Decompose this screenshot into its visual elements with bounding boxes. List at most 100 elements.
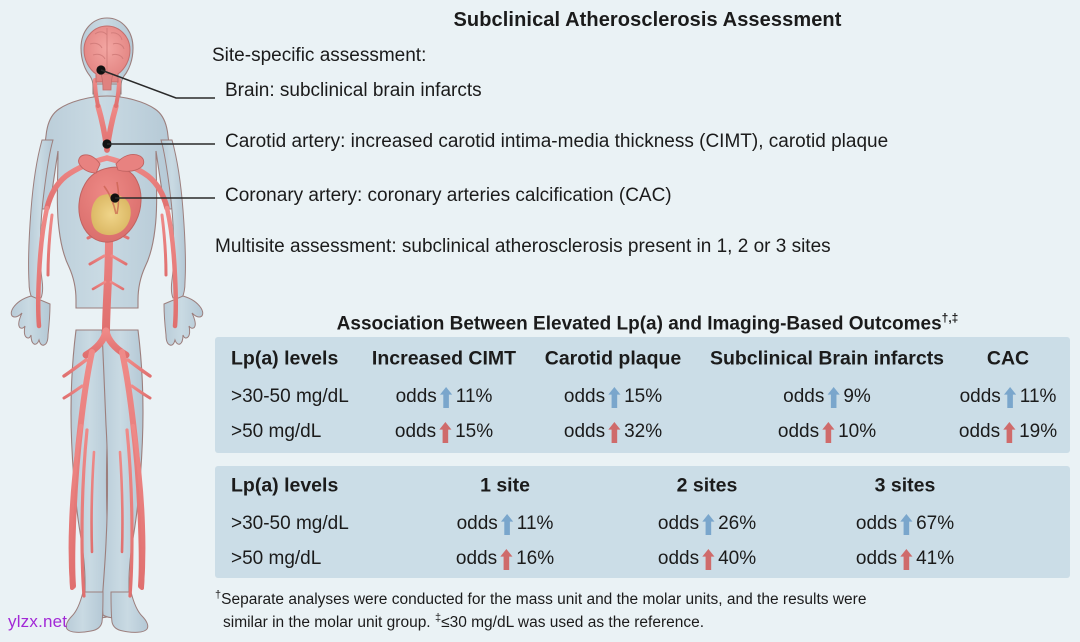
odds-group: odds 11% xyxy=(395,386,493,408)
table-row: >30-50 mg/dL odds 11% odds 15% odds 9% odds 11% xyxy=(215,378,1070,416)
page-title: Subclinical Atherosclerosis Assessment xyxy=(453,9,842,31)
row-label-lpa-level: >50 mg/dL xyxy=(231,548,322,569)
footnote-line-1: Separate analyses were conducted for the… xyxy=(221,591,867,609)
footnote: †Separate analyses were conducted for th… xyxy=(215,588,1077,634)
odds-value: 10% xyxy=(838,421,877,442)
odds-group: odds 41% xyxy=(856,548,954,570)
odds-group: odds 19% xyxy=(959,421,1057,443)
arrow-up-icon xyxy=(1004,386,1017,408)
odds-group: odds 40% xyxy=(658,548,756,570)
odds-value: 11% xyxy=(455,386,493,407)
odds-value: 19% xyxy=(1019,421,1058,442)
table-header-row: Lp(a) levels 1 site 2 sites 3 sites xyxy=(215,467,1070,505)
odds-cell: odds 11% xyxy=(395,386,493,408)
column-header-3: 2 sites xyxy=(676,474,738,497)
row-label-lpa-level: >30-50 mg/dL xyxy=(231,513,349,534)
odds-cell: odds 19% xyxy=(959,421,1057,443)
odds-group: odds 10% xyxy=(778,421,876,443)
column-header-1: Lp(a) levels xyxy=(231,474,339,497)
row-label-lpa-level: >50 mg/dL xyxy=(231,421,322,442)
odds-prefix: odds xyxy=(657,513,700,534)
tables-title-superscript: †,‡ xyxy=(941,311,959,325)
arrow-up-icon xyxy=(1003,421,1016,443)
odds-cell: odds 67% xyxy=(856,513,954,535)
odds-value: 9% xyxy=(843,386,871,407)
arrow-up-icon xyxy=(500,548,513,570)
site-item-brain: Brain: subclinical brain infarcts xyxy=(225,80,482,101)
odds-value: 16% xyxy=(516,548,555,569)
odds-value: 67% xyxy=(916,513,955,534)
odds-group: odds 11% xyxy=(456,513,554,535)
odds-value: 15% xyxy=(624,386,663,407)
odds-cell: odds 41% xyxy=(856,548,954,570)
arrow-up-icon xyxy=(827,386,840,408)
arrow-up-icon xyxy=(900,513,913,535)
column-header-4: Subclinical Brain infarcts xyxy=(709,347,945,370)
odds-prefix: odds xyxy=(958,421,1001,442)
odds-prefix: odds xyxy=(395,386,437,407)
odds-value: 40% xyxy=(718,548,757,569)
odds-value: 15% xyxy=(455,421,494,442)
odds-prefix: odds xyxy=(855,513,898,534)
coronary-marker xyxy=(110,193,120,203)
arrow-up-icon xyxy=(439,421,452,443)
odds-prefix: odds xyxy=(394,421,437,442)
footnote-line-2a: similar in the molar unit group. xyxy=(223,614,431,632)
odds-cell: odds 16% xyxy=(456,548,554,570)
odds-group: odds 15% xyxy=(564,386,662,408)
odds-cell: odds 15% xyxy=(395,421,493,443)
tables-title: Association Between Elevated Lp(a) and I… xyxy=(215,311,1080,335)
footnote-dagger-marker: † xyxy=(215,589,222,601)
carotid-marker xyxy=(102,139,112,149)
table-multisite: Lp(a) levels 1 site 2 sites 3 sites >30-50 m… xyxy=(215,466,1070,578)
column-header-2: 1 site xyxy=(480,474,530,497)
odds-group: odds 67% xyxy=(856,513,954,535)
arrow-up-icon xyxy=(440,386,453,408)
row-label-lpa-level: >30-50 mg/dL xyxy=(231,386,349,407)
odds-prefix: odds xyxy=(777,421,820,442)
odds-prefix: odds xyxy=(855,548,898,569)
arrow-up-icon xyxy=(702,513,715,535)
odds-cell: odds 11% xyxy=(959,386,1057,408)
arrow-up-icon xyxy=(900,548,913,570)
brain-marker xyxy=(96,65,106,75)
odds-group: odds 16% xyxy=(456,548,554,570)
arrow-up-icon xyxy=(501,513,514,535)
odds-prefix: odds xyxy=(783,386,825,407)
tables-title-text: Association Between Elevated Lp(a) and I… xyxy=(336,313,942,335)
odds-prefix: odds xyxy=(456,513,498,534)
multisite-assessment-text: Multisite assessment: subclinical athero… xyxy=(215,236,831,257)
odds-value: 11% xyxy=(516,513,554,534)
odds-cell: odds 40% xyxy=(658,548,756,570)
footnote-doubledagger-marker: ‡ xyxy=(434,612,442,625)
odds-value: 11% xyxy=(1019,386,1057,407)
odds-prefix: odds xyxy=(455,548,498,569)
brain-illustration xyxy=(83,25,131,91)
heart-illustration xyxy=(78,153,145,243)
odds-prefix: odds xyxy=(563,386,606,407)
odds-group: odds 9% xyxy=(783,386,871,408)
footnote-line-2b: ≤30 mg/dL was used as the reference. xyxy=(441,614,705,632)
odds-prefix: odds xyxy=(959,386,1001,407)
odds-value: 32% xyxy=(624,421,663,442)
column-header-4: 3 sites xyxy=(874,474,936,497)
odds-cell: odds 15% xyxy=(564,386,662,408)
cac-calcification xyxy=(91,194,131,236)
anatomy-figure xyxy=(0,0,215,642)
column-header-1: Lp(a) levels xyxy=(231,347,339,370)
odds-prefix: odds xyxy=(657,548,700,569)
column-header-3: Carotid plaque xyxy=(544,347,682,370)
odds-cell: odds 9% xyxy=(783,386,871,408)
arrow-up-icon xyxy=(822,421,835,443)
arrow-up-icon xyxy=(608,421,621,443)
table-row: >50 mg/dL odds 16% odds 40% odds 41% xyxy=(215,540,1070,578)
odds-value: 41% xyxy=(916,548,955,569)
